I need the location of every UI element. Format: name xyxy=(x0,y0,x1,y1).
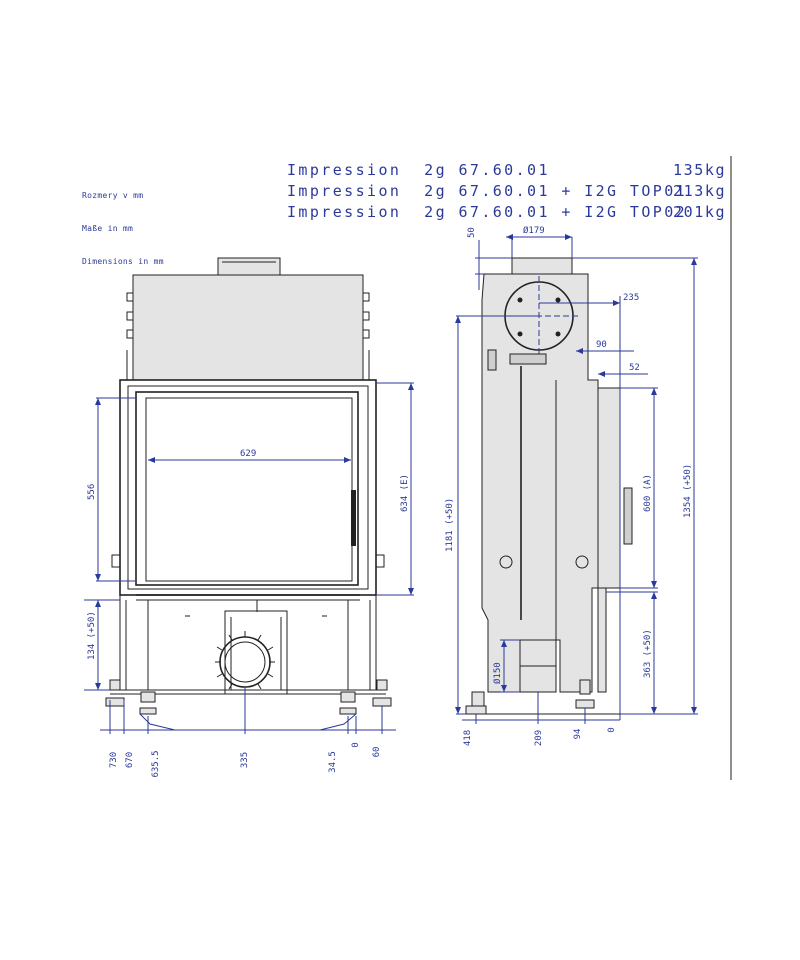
dim-bottom-label: 34.5 xyxy=(328,751,338,773)
dim-134-label: 134 (+50) xyxy=(87,611,97,660)
bolt xyxy=(555,297,561,303)
dim-629-label: 629 xyxy=(240,449,256,459)
model-name: Impression 2g 67.60.01 + I2G TOP02 xyxy=(287,203,688,221)
foot xyxy=(105,697,125,707)
dim-bottom-label: 670 xyxy=(125,752,135,768)
units-note-line: Dimensions in mm xyxy=(82,257,164,266)
front-view xyxy=(105,257,392,715)
front-top-box xyxy=(132,274,364,381)
foot xyxy=(109,679,121,691)
leader-line xyxy=(319,713,357,731)
side-lower-panel xyxy=(597,587,607,693)
side-view xyxy=(462,257,633,715)
air-inlet-teeth xyxy=(215,631,275,693)
bracket xyxy=(362,292,370,302)
dim-bottom-label: 335 xyxy=(240,752,250,768)
door-hinge xyxy=(111,554,121,568)
dim-634-label: 634 (E) xyxy=(400,474,410,512)
dim-bottom-label: 94 xyxy=(573,729,583,740)
side-flue-collar xyxy=(511,257,573,275)
foot xyxy=(372,697,392,707)
front-dimensions: 629 556 634 (E) 134 (+50) 730 67 xyxy=(84,382,414,778)
units-note-line: Maße in mm xyxy=(82,224,134,233)
dim-bottom-label: 60 xyxy=(372,747,382,758)
side-baffle xyxy=(509,353,547,365)
bracket xyxy=(126,311,134,321)
air-inlet-plate xyxy=(224,610,288,695)
door-glass xyxy=(145,397,353,582)
air-inlet-inner xyxy=(224,641,266,683)
door-glass-outer xyxy=(135,391,359,586)
front-flue-collar xyxy=(217,257,281,276)
side-foot xyxy=(465,705,487,715)
dim-52-label: 52 xyxy=(629,363,640,373)
dim-1354-label: 1354 (+50) xyxy=(683,464,693,518)
bolt xyxy=(555,331,561,337)
model-name: Impression 2g 67.60.01 xyxy=(287,161,550,179)
side-hole xyxy=(575,555,589,569)
units-note: Rozmery v mm Maße in mm Dimensions in mm xyxy=(82,168,164,289)
side-body xyxy=(481,273,599,693)
dim-179-label: Ø179 xyxy=(523,225,545,236)
bolt xyxy=(517,331,523,337)
bracket xyxy=(362,329,370,339)
foot xyxy=(139,707,157,715)
foot xyxy=(339,707,357,715)
adjustable-feet xyxy=(105,679,392,715)
bracket xyxy=(126,292,134,302)
dim-bottom-label: 0 xyxy=(607,727,617,732)
model-weight: 201kg xyxy=(673,203,727,221)
leader-line xyxy=(139,713,176,731)
door-frame xyxy=(119,379,377,596)
dim-363-label: 363 (+50) xyxy=(643,629,653,678)
air-inlet-ring xyxy=(219,636,271,688)
dim-bottom-label: 0 xyxy=(351,742,361,747)
dim-bottom-label: 635.5 xyxy=(151,750,161,777)
model-weight: 135kg xyxy=(673,161,727,179)
side-handle xyxy=(623,487,633,545)
door-hinge xyxy=(375,554,385,568)
dim-235-label: 235 xyxy=(623,293,639,303)
side-bracket xyxy=(487,349,497,371)
dim-556-label: 556 xyxy=(87,484,97,500)
bolt xyxy=(517,297,523,303)
side-hole xyxy=(499,555,513,569)
side-dimensions: Ø179 50 235 90 52 1181 (+50) 600 (A) 135… xyxy=(445,225,698,746)
model-weight: 213kg xyxy=(673,182,727,200)
foot xyxy=(340,691,356,703)
dim-90-label: 90 xyxy=(596,340,607,350)
dim-600-label: 600 (A) xyxy=(643,474,653,512)
dim-bottom-label: 730 xyxy=(109,752,119,768)
bracket xyxy=(362,311,370,321)
foot xyxy=(376,679,388,691)
dim-bottom-label: 209 xyxy=(534,730,544,746)
model-name: Impression 2g 67.60.01 + I2G TOP01 xyxy=(287,182,688,200)
dim-1181-label: 1181 (+50) xyxy=(445,498,455,552)
bracket xyxy=(126,329,134,339)
door-frame-inner xyxy=(127,385,369,590)
dim-50-label: 50 xyxy=(467,227,477,238)
dim-150-label: Ø150 xyxy=(492,662,503,684)
door-handle xyxy=(351,490,356,546)
side-foot xyxy=(579,679,591,695)
side-foot xyxy=(575,699,595,709)
side-foot xyxy=(471,691,485,707)
dim-bottom-label: 418 xyxy=(463,730,473,746)
foot xyxy=(140,691,156,703)
side-door xyxy=(597,387,621,589)
units-note-line: Rozmery v mm xyxy=(82,191,144,200)
